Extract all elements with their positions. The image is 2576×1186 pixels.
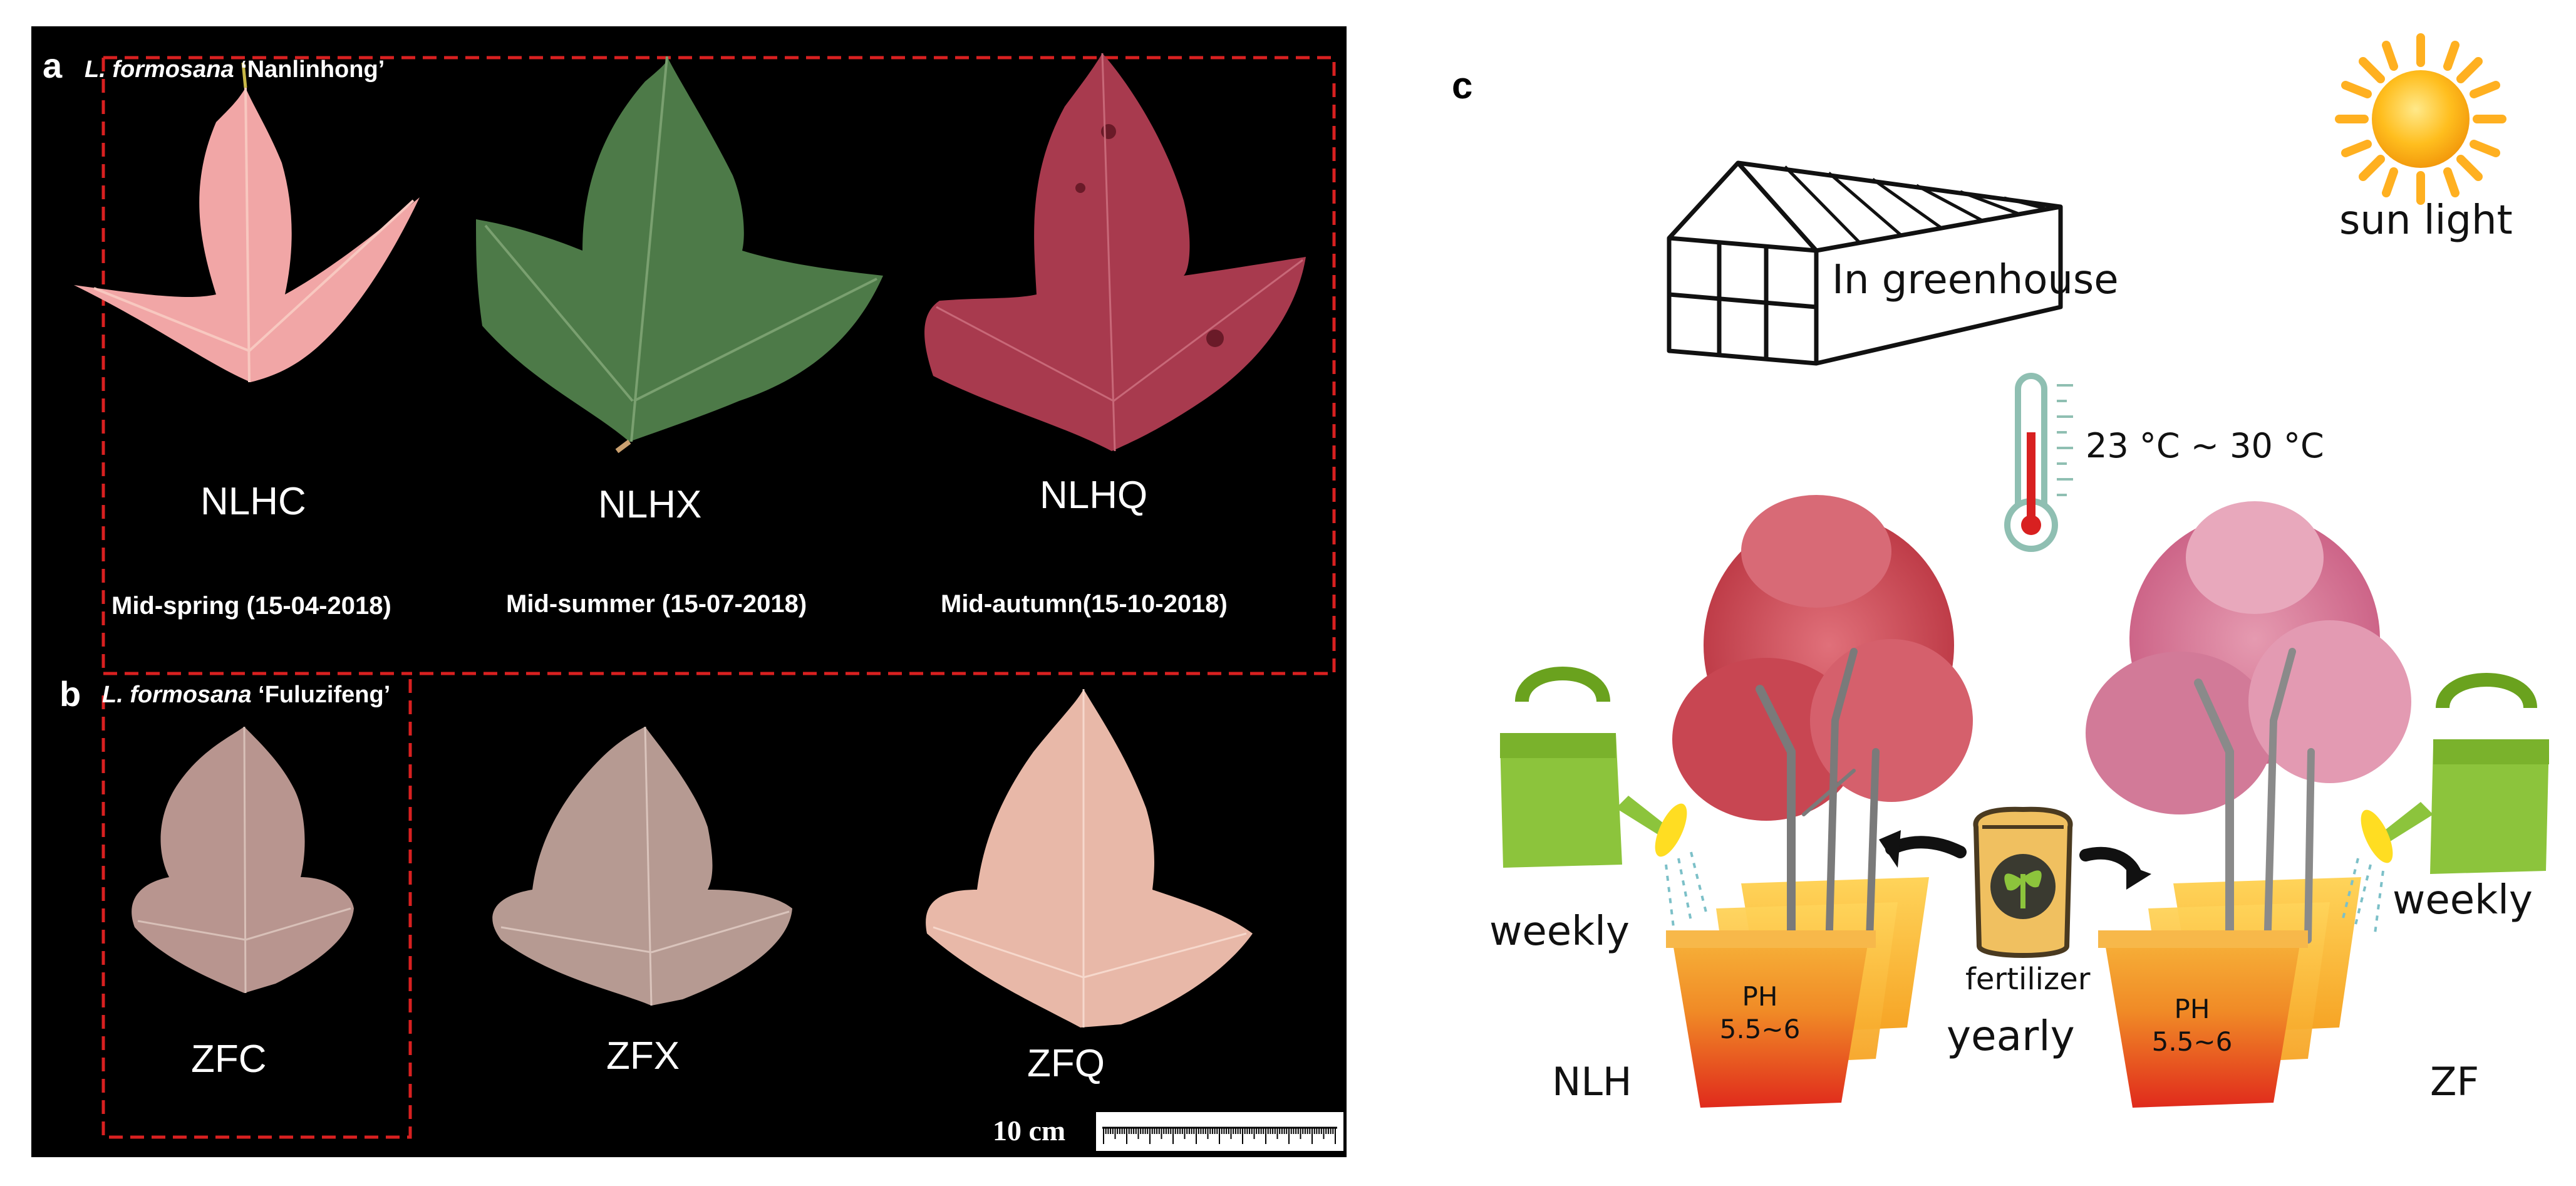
leaf-zfx	[492, 726, 792, 1006]
panel-a-species: L. formosana	[85, 56, 234, 83]
sun-light-label: sun light	[2339, 197, 2513, 244]
group-nlh-label: NLH	[1552, 1059, 1632, 1105]
fertilizer-arrow-right-icon	[2079, 846, 2151, 890]
panel-b-cultivar: ‘Fuluzifeng’	[251, 682, 391, 708]
zf-tree-group	[2086, 501, 2411, 1108]
ph-left-title: PH	[1742, 981, 1778, 1012]
scale-bar-label: 10 cm	[993, 1115, 1066, 1147]
ph-right-badge: PH 5.5~6	[2129, 993, 2255, 1058]
panel-a-cultivar: ‘Nanlinhong’	[234, 56, 385, 83]
ph-right-title: PH	[2174, 994, 2210, 1024]
watering-left-label: weekly	[1489, 908, 1630, 955]
leaf-code-zfc: ZFC	[191, 1038, 267, 1081]
leaf-code-nlhx: NLHX	[598, 483, 702, 526]
greenhouse-icon	[1667, 160, 2063, 366]
ph-left-value: 5.5~6	[1719, 1014, 1801, 1044]
panel-a-letter: a	[43, 46, 63, 85]
season-autumn: Mid-autumn(15-10-2018)	[941, 590, 1228, 618]
leaf-code-zfq: ZFQ	[1027, 1042, 1105, 1085]
temperature-label: 23 °C ~ 30 °C	[2086, 426, 2324, 466]
panel-b-title: L. formosana ‘Fuluzifeng’	[102, 682, 390, 709]
fertilizer-label: fertilizer	[1965, 962, 2091, 997]
leaf-nlhx	[476, 56, 883, 454]
group-zf-label: ZF	[2430, 1059, 2480, 1105]
fertilizer-bag-icon	[1973, 806, 2073, 958]
panel-c-letter: c	[1452, 65, 1473, 107]
watering-can-left-icon	[1500, 667, 1708, 928]
greenhouse-label: In greenhouse	[1832, 257, 2119, 303]
ph-left-badge: PH 5.5~6	[1697, 981, 1823, 1046]
nlh-tree-group	[1666, 495, 1973, 1108]
leaf-code-nlhq: NLHQ	[1040, 474, 1148, 517]
panel-b-letter: b	[59, 674, 81, 714]
leaf-nlhq	[924, 53, 1306, 452]
leaf-zfc	[132, 726, 354, 994]
leaf-zfq	[926, 689, 1253, 1027]
panel-b-species: L. formosana	[102, 682, 252, 708]
season-summer: Mid-summer (15-07-2018)	[506, 590, 807, 618]
leaf-code-nlhc: NLHC	[200, 480, 306, 523]
thermometer-icon	[2004, 373, 2073, 552]
watering-can-right-icon	[2341, 673, 2549, 934]
leaf-nlhc	[74, 62, 420, 383]
leaf-code-zfx: ZFX	[606, 1034, 680, 1078]
watering-right-label: weekly	[2392, 877, 2533, 923]
panel-a-frame	[103, 56, 1336, 675]
fertilizer-frequency-label: yearly	[1947, 1012, 2075, 1060]
panel-b-frame	[101, 674, 412, 1139]
ph-right-value: 5.5~6	[2151, 1026, 2233, 1057]
sun-icon	[2335, 33, 2506, 205]
panel-a-title: L. formosana ‘Nanlinhong’	[85, 56, 385, 83]
fertilizer-arrow-left-icon	[1879, 830, 1967, 868]
scale-bar	[1096, 1112, 1343, 1151]
season-spring: Mid-spring (15-04-2018)	[111, 592, 391, 620]
